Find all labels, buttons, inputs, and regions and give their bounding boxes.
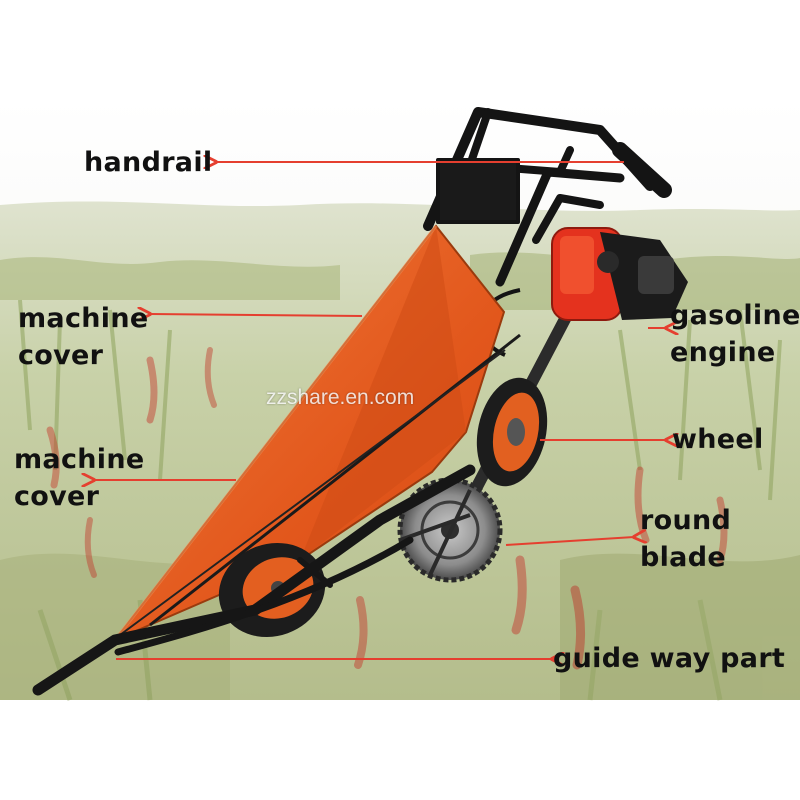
label-round-blade: round blade xyxy=(640,502,731,576)
label-machine-cover-upper-line1: machine xyxy=(18,303,149,334)
label-machine-cover-lower-line1: machine xyxy=(14,444,145,475)
callout-arrows xyxy=(94,162,666,659)
label-round-blade-line1: round xyxy=(640,505,732,536)
label-guide-way-part: guide way part xyxy=(553,640,785,677)
label-handrail: handrail xyxy=(84,144,212,181)
label-wheel-text: wheel xyxy=(672,424,764,455)
label-machine-cover-upper-line2: cover xyxy=(18,340,104,371)
label-gasoline-engine: gasoline engine xyxy=(670,297,800,371)
label-machine-cover-lower-line2: cover xyxy=(14,481,100,512)
label-wheel: wheel xyxy=(672,421,764,458)
label-round-blade-line2: blade xyxy=(640,542,726,573)
wheel-illustration xyxy=(476,377,548,487)
label-guide-way-part-text: guide way part xyxy=(553,643,786,674)
guide-way-rails xyxy=(32,464,476,696)
label-handrail-text: handrail xyxy=(84,147,213,178)
label-machine-cover-upper: machine cover xyxy=(18,300,148,374)
label-machine-cover-lower: machine cover xyxy=(14,441,144,515)
watermark-text: zzshare.en.com xyxy=(266,386,415,409)
gasoline-engine xyxy=(551,227,688,321)
label-gasoline-engine-line1: gasoline xyxy=(670,300,800,331)
label-gasoline-engine-line2: engine xyxy=(670,337,776,368)
